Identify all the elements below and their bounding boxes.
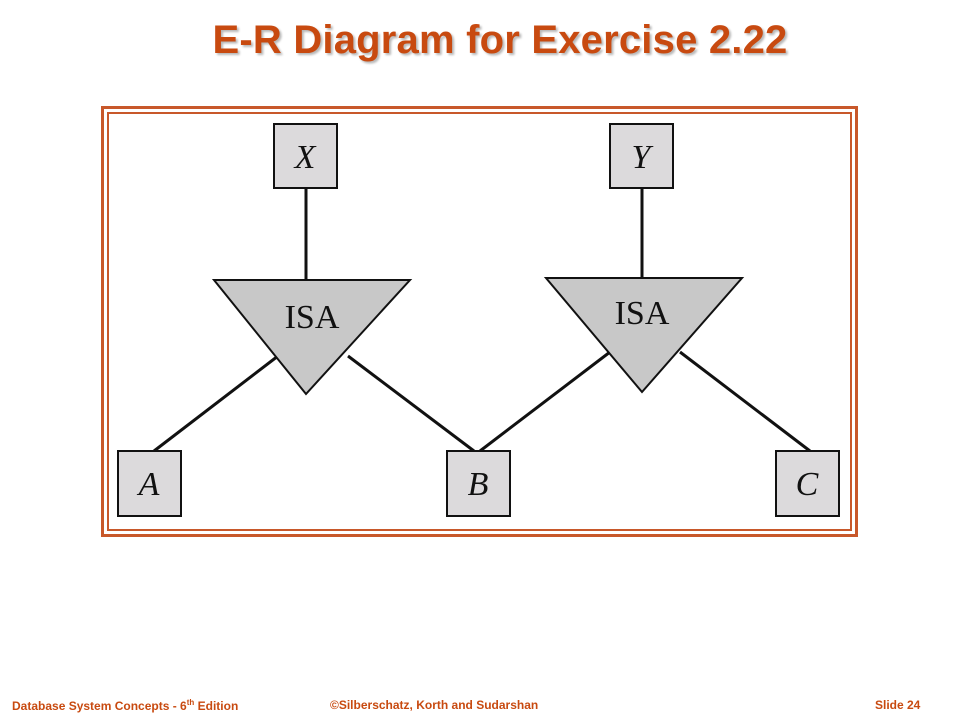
footer-book-title: Database System Concepts - 6th Edition: [12, 698, 238, 713]
entity-b-label: B: [468, 466, 489, 503]
isa-left-triangle: [211, 279, 413, 396]
entity-a-label: A: [137, 466, 160, 503]
entity-y: Y: [609, 123, 674, 189]
footer-book-sup: th: [186, 698, 195, 707]
isa-right: ISA: [543, 277, 745, 394]
link-isa-left-a: [153, 354, 279, 453]
diagram-frame-inner-border: [107, 112, 852, 531]
link-isa-left-b: [347, 354, 475, 453]
isa-left-label: ISA: [285, 299, 340, 336]
slide-title: E-R Diagram for Exercise 2.22: [212, 18, 788, 62]
link-isa-right-b: [479, 350, 611, 453]
footer-book-suffix: Edition: [194, 699, 239, 713]
entity-c-label: C: [796, 466, 819, 503]
entity-y-label: Y: [632, 139, 654, 176]
entity-c: C: [775, 450, 840, 517]
entity-x: X: [273, 123, 338, 189]
footer-copyright: ©Silberschatz, Korth and Sudarshan: [330, 698, 539, 712]
link-isa-right-c: [679, 350, 811, 453]
entity-c-box: [775, 450, 840, 517]
isa-right-label: ISA: [615, 295, 670, 332]
entity-b: B: [446, 450, 511, 517]
footer-slide-number: Slide 24: [875, 698, 921, 712]
entity-a: A: [117, 450, 182, 517]
entity-a-box: [117, 450, 182, 517]
isa-left: ISA: [211, 279, 413, 396]
entity-y-box: [609, 123, 674, 189]
entity-b-box: [446, 450, 511, 517]
footer-book-prefix: Database System Concepts - 6: [12, 699, 187, 713]
entity-x-box: [273, 123, 338, 189]
entity-x-label: X: [293, 139, 317, 176]
isa-right-triangle: [543, 277, 745, 394]
